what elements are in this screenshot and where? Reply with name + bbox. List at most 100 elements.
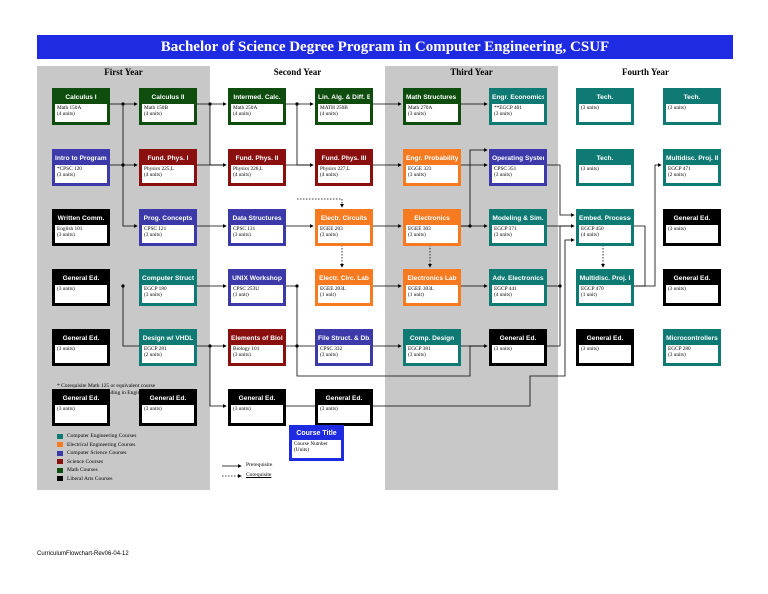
course-title: Calculus II [142, 91, 194, 104]
legend-swatch [57, 450, 63, 456]
course-box: File Struct. & Db.CPSC 332(3 units) [315, 329, 373, 366]
course-number: Physics 225,L [144, 166, 175, 172]
course-title: Fund. Phys. I [142, 152, 194, 165]
course-box: Computer Struct.EGCP 180(3 units) [139, 269, 197, 306]
legend-item: Electrical Engineering Courses [57, 441, 136, 450]
course-number: CPSC 332 [320, 346, 343, 352]
course-title: Microcontrollers [666, 332, 718, 345]
course-units: (3 units) [494, 346, 512, 352]
course-title: Multidisc. Proj. I [579, 272, 631, 285]
course-title: General Ed. [231, 392, 283, 405]
page-title: Bachelor of Science Degree Program in Co… [37, 35, 733, 59]
course-title: Written Comm. [55, 212, 107, 225]
course-box: Intermed. Calc.Math 250A(4 units) [228, 88, 286, 125]
key-prerequisite: Prerequisite [246, 462, 273, 468]
course-units: (4 units) [320, 111, 338, 117]
course-units: (4 units) [144, 172, 162, 178]
course-units: (3 units) [581, 346, 599, 352]
course-title: Design w/ VHDL [142, 332, 194, 345]
course-number: EGEE 203L [320, 286, 347, 292]
key-sample-number: Course Number [294, 441, 328, 447]
course-title: Data Structures [231, 212, 283, 225]
year-header-fourth: Fourth Year [622, 67, 669, 77]
course-units: (3 units) [408, 352, 426, 358]
note-corequisite: * Corequisite Math 125 or equivalent cou… [57, 383, 156, 389]
course-number: EGGE 323 [408, 166, 432, 172]
course-number: EGCP 281 [144, 346, 167, 352]
course-number: EGCP 450 [581, 226, 604, 232]
course-box: Tech.(3 units) [663, 88, 721, 125]
course-title: Tech. [666, 91, 718, 104]
course-number: CPSC 131 [233, 226, 256, 232]
course-units: (3 units) [494, 172, 512, 178]
legend-swatch [57, 476, 63, 482]
course-title: Electronics [406, 212, 458, 225]
course-box: Lin. Alg. & Diff. Eq.MATH 250B(4 units) [315, 88, 373, 125]
course-number: EGCP 371 [494, 226, 517, 232]
course-number: Physics 226,L [233, 166, 264, 172]
course-title: Lin. Alg. & Diff. Eq. [318, 91, 370, 104]
course-title: Operating Systems [492, 152, 544, 165]
course-title: Fund. Phys. III [318, 152, 370, 165]
legend-label: Liberal Arts Courses [67, 475, 113, 482]
course-title: General Ed. [492, 332, 544, 345]
course-title: Modeling & Sim. [492, 212, 544, 225]
course-box: Written Comm.English 101(3 units) [52, 209, 110, 246]
course-box: General Ed.(3 units) [139, 389, 197, 426]
course-number: CPSC 253U [233, 286, 260, 292]
course-title: Fund. Phys. II [231, 152, 283, 165]
course-number: Biology 101 [233, 346, 260, 352]
course-number: EGCP 180 [144, 286, 167, 292]
course-title: Engr. Economics [492, 91, 544, 104]
legend: Computer Engineering Courses Electrical … [57, 432, 136, 483]
key-sample-units: (Units) [294, 447, 310, 453]
course-units: (3 units) [144, 406, 162, 412]
course-number: Math 270A [408, 105, 433, 111]
course-units: (1 unit) [320, 292, 336, 298]
course-number: EGCP 471 [668, 166, 691, 172]
revision-footer: CurriculumFlowchart-Rev06-04-12 [37, 551, 129, 557]
course-units: (4 units) [233, 111, 251, 117]
course-title: General Ed. [55, 332, 107, 345]
course-box: Embed. ProcessorsEGCP 450(4 units) [576, 209, 634, 246]
course-number: EGCP 381 [408, 346, 431, 352]
course-units: (3 units) [320, 232, 338, 238]
legend-item: Computer Engineering Courses [57, 432, 136, 441]
course-title: Prog. Concepts [142, 212, 194, 225]
course-box: Elements of Biol.Biology 101(3 units) [228, 329, 286, 366]
course-units: (3 units) [57, 346, 75, 352]
course-units: (3 units) [57, 172, 75, 178]
course-number: Math 150A [57, 105, 82, 111]
course-title: Electr. Circuits [318, 212, 370, 225]
course-units: (3 units) [233, 406, 251, 412]
course-number: EGEE 303L [408, 286, 435, 292]
course-title: General Ed. [55, 272, 107, 285]
legend-item: Math Courses [57, 466, 136, 475]
course-number: CPSC 121 [144, 226, 167, 232]
course-units: (1 unit) [233, 292, 249, 298]
course-title: General Ed. [142, 392, 194, 405]
course-box: General Ed.(3 units) [576, 329, 634, 366]
year-header-third: Third Year [450, 67, 493, 77]
course-number: MATH 250B [320, 105, 348, 111]
course-units: (3 units) [233, 232, 251, 238]
course-number: **EGCP 401 [494, 105, 522, 111]
course-units: (3 units) [581, 105, 599, 111]
course-title: Adv. Electronics [492, 272, 544, 285]
course-title: Intro to Program. [55, 152, 107, 165]
legend-swatch [57, 433, 63, 439]
course-units: (3 units) [320, 352, 338, 358]
course-number: Math 250A [233, 105, 258, 111]
course-box: Operating SystemsCPSC 351(3 units) [489, 149, 547, 186]
legend-label: Computer Science Courses [67, 450, 127, 457]
course-units: (3 units) [668, 226, 686, 232]
